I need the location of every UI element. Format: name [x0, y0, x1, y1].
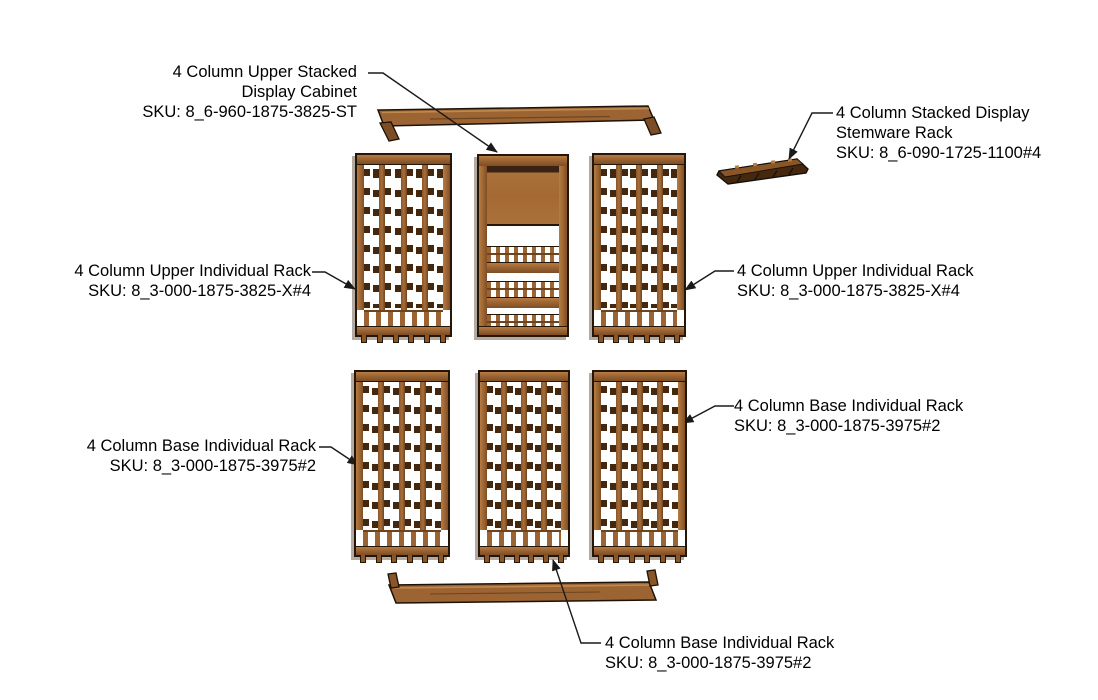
leader-upper-left-rack: [312, 271, 356, 290]
label-line: 4 Column Upper Individual Rack: [74, 262, 311, 280]
label-upper-individual-rack-right: 4 Column Upper Individual Rack SKU: 8_3-…: [737, 261, 974, 301]
leader-upper-right-rack: [684, 270, 734, 291]
rack-feet: [361, 335, 446, 343]
leader-base-bottom-rack: [552, 559, 601, 644]
base-right-rack-graphic: [592, 370, 687, 563]
label-base-individual-rack-left: 4 Column Base Individual Rack SKU: 8_3-0…: [87, 436, 316, 476]
label-line: 4 Column Upper Individual Rack: [737, 262, 974, 280]
leader-base-right-rack: [682, 405, 734, 424]
label-line: 4 Column Base Individual Rack: [605, 634, 835, 652]
upper-right-rack-graphic: [592, 153, 686, 343]
cabinet-top-rail: [479, 156, 567, 166]
cabinet-display-panel: [487, 166, 559, 226]
label-sku: SKU: 8_3-000-1875-3975#2: [109, 457, 316, 475]
leader-base-left-rack: [319, 446, 359, 466]
cabinet-bottom-rail: [479, 326, 567, 335]
leader-upper-cabinet: [368, 72, 498, 153]
crown-molding-graphic: [376, 105, 662, 142]
label-line: 4 Column Upper Stacked: [172, 63, 357, 81]
leader-stemware-rack: [788, 112, 833, 160]
label-sku: SKU: 8_3-000-1875-3975#2: [605, 654, 812, 672]
rack-lattice: [364, 310, 443, 326]
base-center-rack-graphic: [478, 370, 570, 563]
label-upper-stacked-display-cabinet: 4 Column Upper Stacked Display Cabinet S…: [142, 62, 357, 122]
base-molding-graphic: [387, 569, 659, 604]
label-line: 4 Column Base Individual Rack: [86, 437, 316, 455]
label-sku: SKU: 8_6-960-1875-3825-ST: [142, 103, 357, 121]
label-line: Display Cabinet: [241, 83, 357, 101]
label-line: 4 Column Base Individual Rack: [734, 397, 964, 415]
rack-bottom-rail: [357, 326, 450, 335]
label-base-individual-rack-right: 4 Column Base Individual Rack SKU: 8_3-0…: [734, 396, 963, 436]
label-sku: SKU: 8_3-000-1875-3825-X#4: [88, 282, 311, 300]
label-sku: SKU: 8_3-000-1875-3975#2: [734, 417, 941, 435]
base-left-rack-graphic: [354, 370, 450, 563]
label-line: Stemware Rack: [836, 124, 953, 142]
stemware-rack-graphic: [716, 158, 809, 185]
label-stacked-display-stemware-rack: 4 Column Stacked Display Stemware Rack S…: [836, 103, 1041, 163]
label-line: 4 Column Stacked Display: [836, 104, 1030, 122]
display-cabinet-graphic: [477, 154, 569, 337]
cabinet-lattice-shelf: [487, 281, 559, 298]
label-upper-individual-rack-left: 4 Column Upper Individual Rack SKU: 8_3-…: [74, 261, 311, 301]
cabinet-lattice-shelf: [487, 246, 559, 263]
label-sku: SKU: 8_6-090-1725-1100#4: [836, 144, 1042, 162]
label-base-individual-rack-bottom: 4 Column Base Individual Rack SKU: 8_3-0…: [605, 633, 834, 673]
rack-top-rail: [357, 155, 450, 165]
label-sku: SKU: 8_3-000-1875-3825-X#4: [737, 282, 960, 300]
upper-left-rack-graphic: [355, 153, 452, 343]
